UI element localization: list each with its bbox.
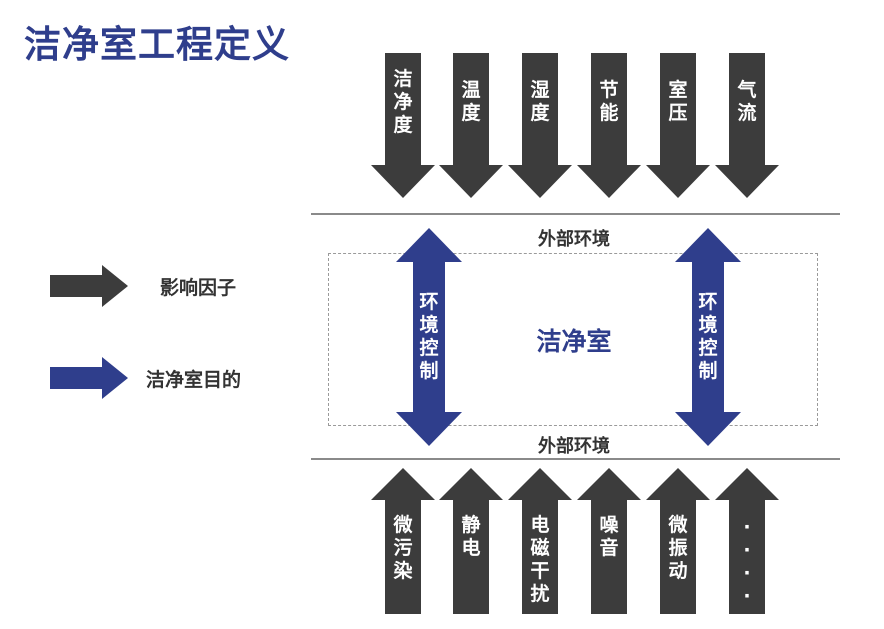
- env-control-label: 环 境 控 制: [698, 291, 718, 382]
- bottom-boundary-line: [311, 458, 840, 460]
- up-arrow-more: · · · ·: [715, 468, 779, 614]
- legend-dark-arrow-icon: [50, 265, 128, 307]
- down-arrow-airflow: 气 流: [715, 53, 779, 198]
- factor-label: 微 振 动: [668, 514, 688, 582]
- external-env-label-bottom: 外部环境: [538, 436, 610, 457]
- down-arrow-cleanliness: 洁 净 度: [371, 53, 435, 198]
- up-arrow-emi: 电 磁 干 扰: [508, 468, 572, 614]
- down-arrow-energy: 节 能: [577, 53, 641, 198]
- factor-label: 静 电: [461, 514, 481, 559]
- double-arrow-env-control-right: 环 境 控 制: [675, 228, 741, 446]
- cleanroom-label: 洁净室: [536, 327, 612, 356]
- legend-purpose-label: 洁净室目的: [146, 369, 242, 391]
- factor-label: 节 能: [599, 79, 619, 124]
- factor-label: 气 流: [737, 79, 757, 124]
- factor-label: 室 压: [668, 79, 688, 124]
- top-boundary-line: [311, 213, 840, 215]
- factor-label: 温 度: [461, 79, 481, 124]
- legend-factor-label: 影响因子: [160, 277, 237, 299]
- legend-blue-arrow-icon: [50, 357, 128, 399]
- up-arrow-noise: 噪 音: [577, 468, 641, 614]
- factor-label: 湿 度: [530, 79, 550, 124]
- env-control-label: 环 境 控 制: [419, 291, 439, 382]
- up-arrow-micro-contamination: 微 污 染: [371, 468, 435, 614]
- up-arrow-micro-vibration: 微 振 动: [646, 468, 710, 614]
- factor-label: 噪 音: [599, 514, 619, 559]
- cleanroom-box: [328, 253, 818, 426]
- factor-label: 电 磁 干 扰: [530, 514, 550, 605]
- factor-label: 微 污 染: [393, 514, 413, 582]
- double-arrow-env-control-left: 环 境 控 制: [396, 228, 462, 446]
- down-arrow-humidity: 湿 度: [508, 53, 572, 198]
- external-env-label-top: 外部环境: [538, 229, 610, 250]
- page-title: 洁净室工程定义: [24, 23, 290, 66]
- up-arrow-static: 静 电: [439, 468, 503, 614]
- down-arrow-pressure: 室 压: [646, 53, 710, 198]
- factor-label: 洁 净 度: [393, 68, 413, 136]
- down-arrow-temperature: 温 度: [439, 53, 503, 198]
- factor-label-ellipsis: · · · ·: [743, 516, 751, 607]
